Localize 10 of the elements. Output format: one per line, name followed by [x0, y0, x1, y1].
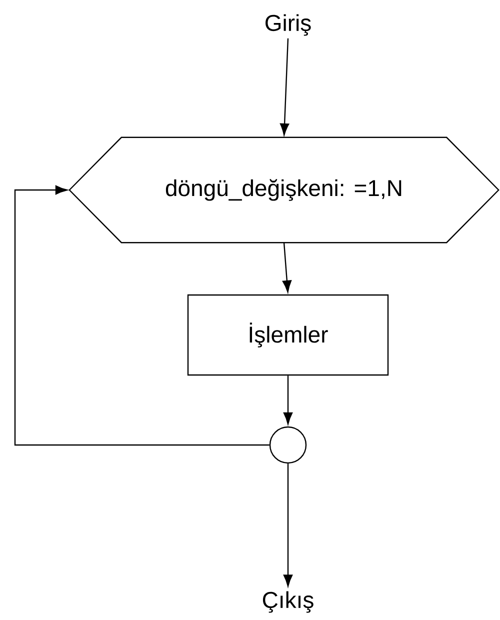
- connector-circle: [269, 426, 307, 464]
- arrow: [280, 38, 290, 136]
- arrow: [283, 376, 293, 424]
- arrow: [282, 242, 292, 292]
- process-box: İşlemler: [187, 294, 389, 376]
- flow-label: Giriş: [266, 14, 311, 36]
- flow-label: Çıkış: [262, 591, 314, 613]
- loop-hexagon: döngü_değişkeni: =1,N: [68, 136, 500, 244]
- arrow: [283, 464, 293, 587]
- arrow: [14, 185, 270, 446]
